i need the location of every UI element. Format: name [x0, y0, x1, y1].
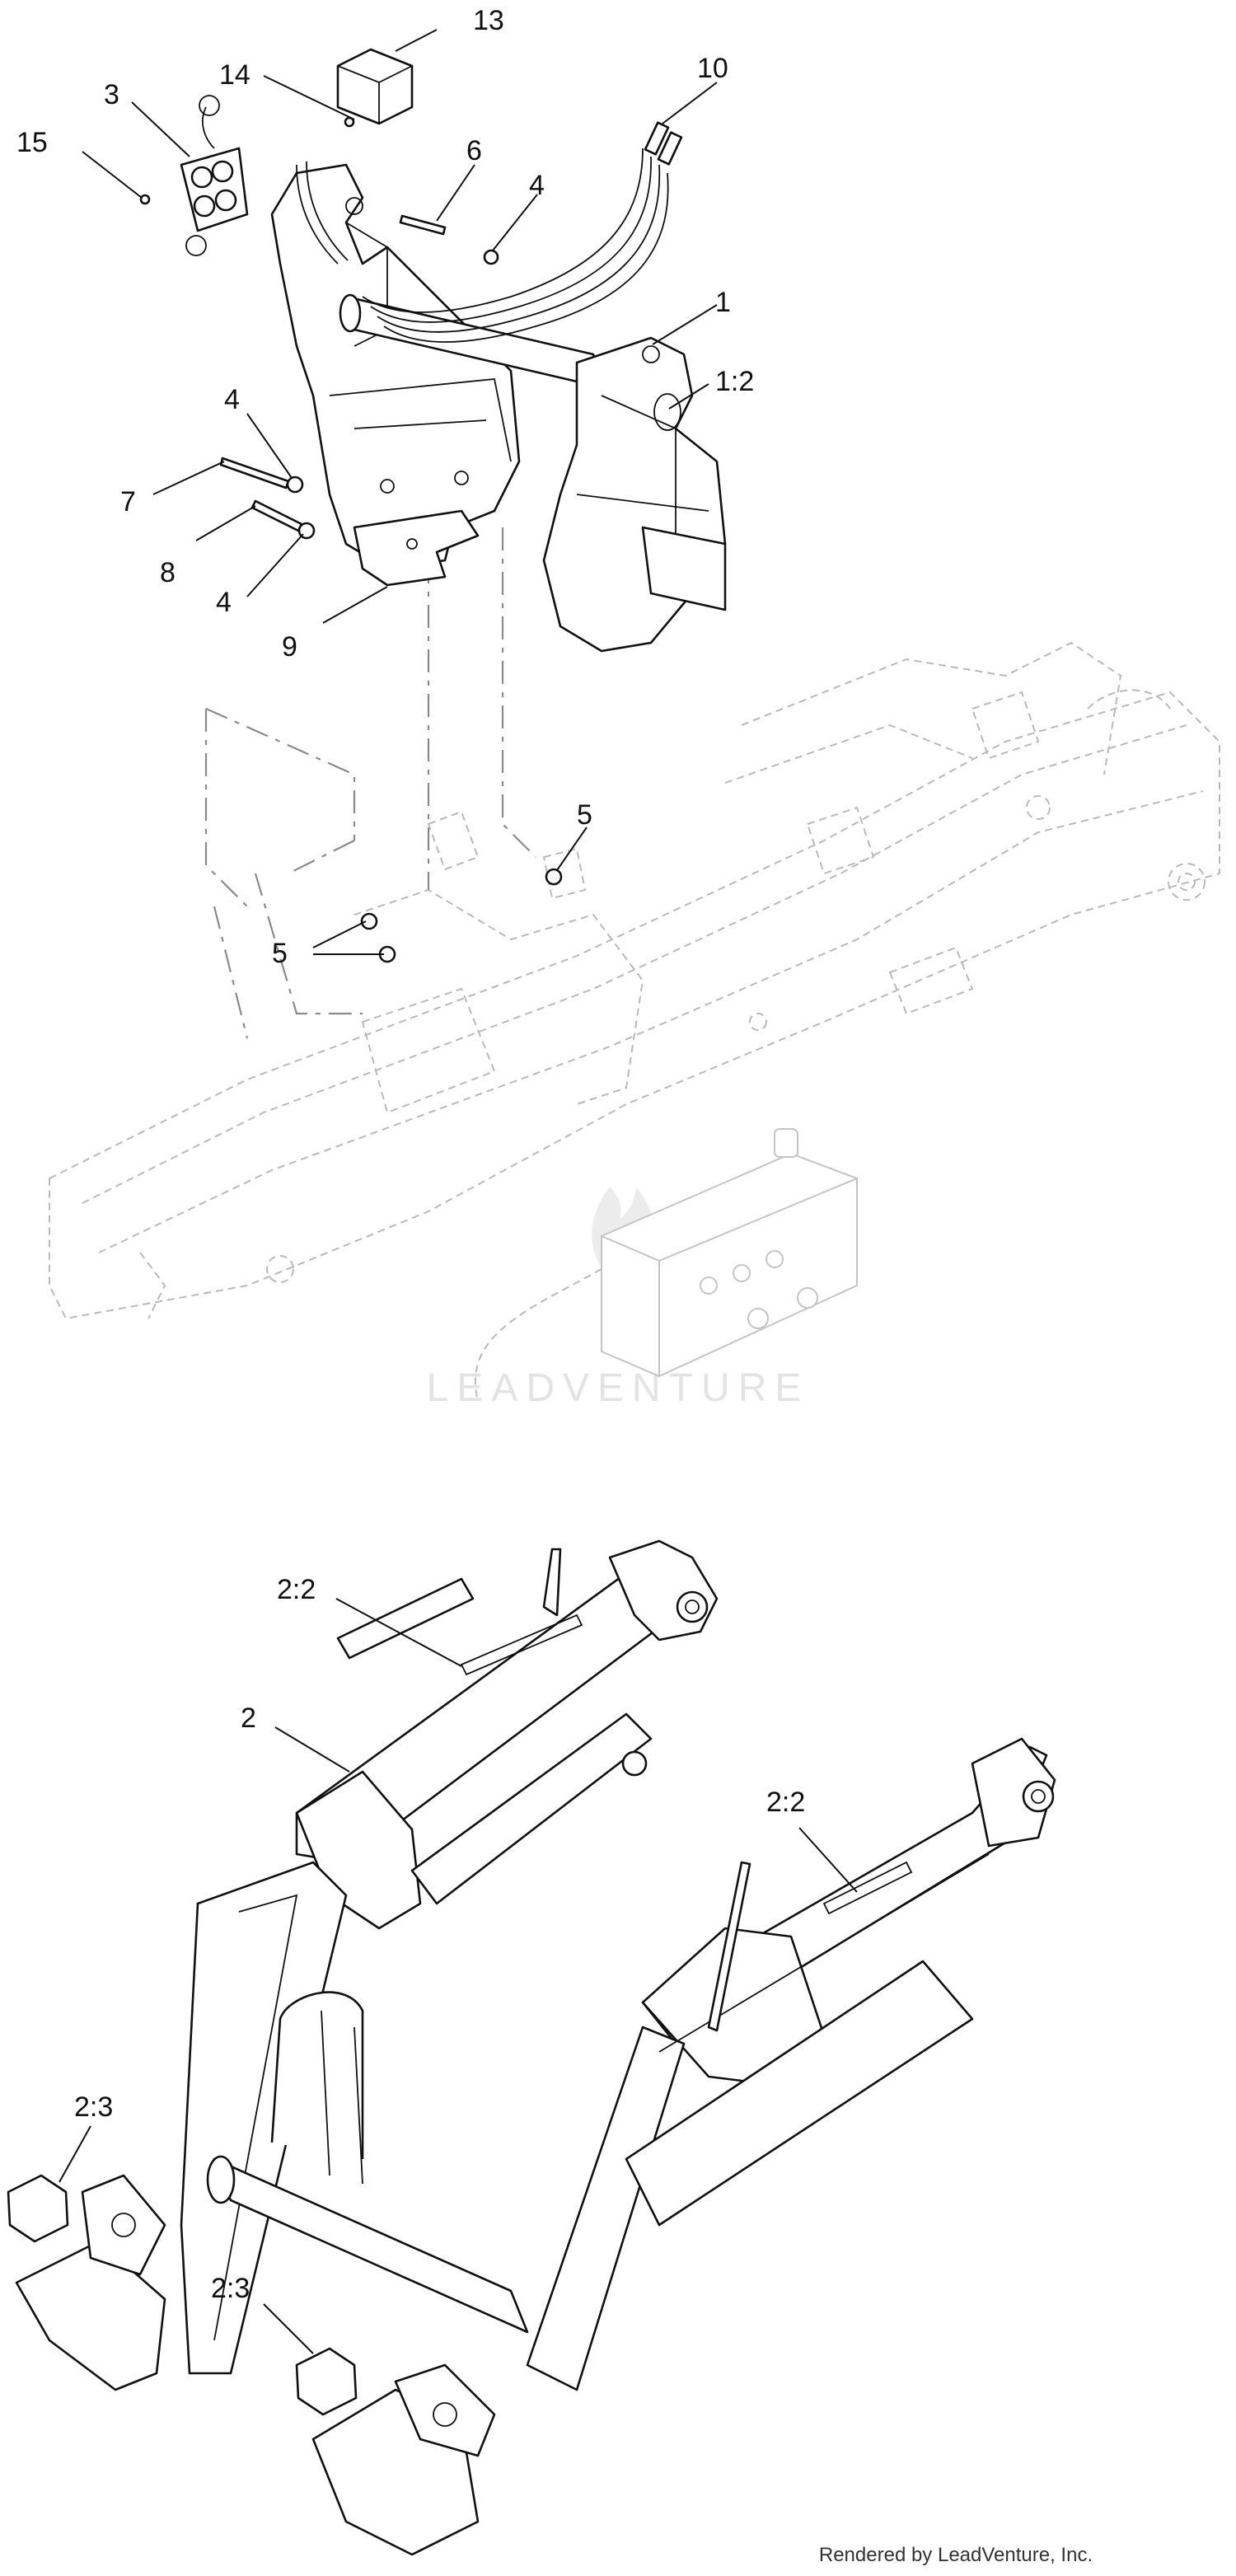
callout-2-2: 2:2 — [766, 1787, 805, 1818]
callout-9: 9 — [282, 631, 297, 663]
left-mount-bracket — [270, 163, 521, 570]
callout-4: 4 — [216, 587, 232, 618]
loader-cross-tube — [206, 1991, 529, 2334]
loader-left-arm — [180, 1539, 719, 2375]
callout-14: 14 — [219, 59, 250, 91]
watermark-text: LEADVENTURE — [427, 1366, 810, 1410]
valve-block-ghost — [474, 1128, 858, 1402]
phantom-routing-lines — [204, 527, 536, 1039]
decal-2-2-loose — [336, 1577, 475, 1660]
decal-2-2-arm-left — [460, 1614, 583, 1676]
coupler-assembly — [180, 95, 249, 256]
mount-plate-9 — [353, 509, 480, 587]
callout-13: 13 — [473, 5, 504, 36]
callout-8: 8 — [160, 557, 176, 588]
callout-2-3: 2:3 — [211, 2273, 250, 2304]
decal-2-3-left — [7, 2174, 69, 2243]
loader-right-mount — [311, 2363, 496, 2556]
cover-block — [336, 48, 414, 125]
callout-2-3: 2:3 — [74, 2091, 113, 2123]
callout-labels: 13 14 10 3 15 6 4 1 1:2 4 7 8 4 9 5 5 2:… — [16, 5, 805, 2304]
right-mount-bracket — [542, 336, 727, 653]
callout-1-2: 1:2 — [715, 366, 754, 397]
leader-lines — [59, 29, 858, 2354]
callout-3: 3 — [104, 79, 119, 110]
callout-1: 1 — [715, 287, 731, 318]
callout-5: 5 — [272, 938, 288, 969]
loader-right-arm — [526, 1737, 1056, 2391]
decal-2-3-right — [295, 2347, 358, 2416]
callout-2-2: 2:2 — [277, 1574, 316, 1605]
hydraulic-hoses — [296, 121, 683, 343]
callout-15: 15 — [16, 127, 48, 158]
callout-7: 7 — [120, 486, 136, 518]
callout-4: 4 — [529, 170, 545, 201]
callout-6: 6 — [466, 135, 482, 166]
callout-10: 10 — [697, 53, 728, 84]
footer-credit: Rendered by LeadVenture, Inc. — [819, 2544, 1093, 2566]
decal-2-2-arm-right — [822, 1861, 913, 1915]
loader-left-mount — [15, 2174, 166, 2391]
callout-5: 5 — [577, 799, 592, 831]
callout-2: 2 — [241, 1703, 256, 1734]
callout-4: 4 — [224, 384, 240, 415]
tractor-frame-ghost — [49, 641, 1220, 1320]
